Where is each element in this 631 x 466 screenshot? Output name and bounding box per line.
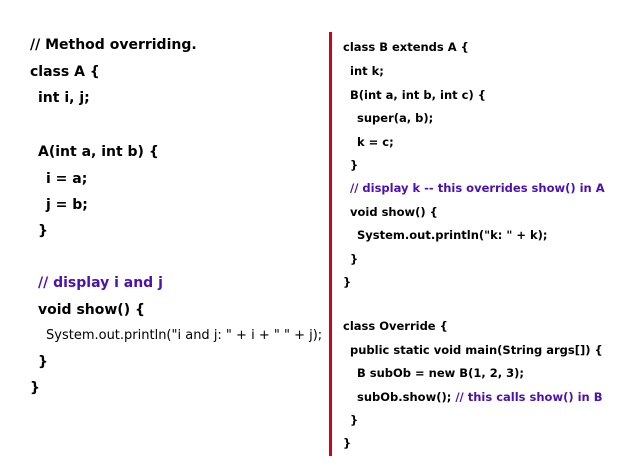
code-class-b-declaration: class B extends A { [343, 40, 469, 54]
code-close-brace: } [30, 380, 40, 396]
code-close-brace: } [38, 223, 48, 239]
code-constructor-b: B(int a, int b, int c) { [350, 88, 486, 102]
code-close-brace: } [343, 436, 352, 450]
code-assign-j: j = b; [46, 197, 88, 213]
code-method-show: void show() { [38, 302, 145, 318]
code-assign-i: i = a; [46, 171, 88, 187]
code-main-method: public static void main(String args[]) { [350, 343, 603, 357]
code-class-a-declaration: class A { [30, 64, 100, 80]
divider-line [329, 32, 332, 456]
code-class-override-declaration: class Override { [343, 319, 448, 333]
code-close-brace: } [350, 158, 359, 172]
code-comment-calls-show-b: // this calls show() in B [455, 390, 603, 404]
code-super-call: super(a, b); [357, 111, 434, 125]
code-new-b-instance: B subOb = new B(1, 2, 3); [357, 366, 524, 380]
code-println-i-j: System.out.println("i and j: " + i + " "… [46, 328, 323, 343]
code-call-show-line: subOb.show(); // this calls show() in B [357, 390, 603, 404]
code-close-brace: } [38, 354, 48, 370]
code-call-show: subOb.show(); [357, 390, 452, 404]
code-constructor-a: A(int a, int b) { [38, 144, 159, 160]
code-println-k: System.out.println("k: " + k); [357, 228, 548, 242]
code-close-brace: } [350, 252, 359, 266]
code-close-brace: } [343, 275, 352, 289]
code-assign-k: k = c; [357, 135, 394, 149]
code-comment-display-k: // display k -- this overrides show() in… [350, 181, 605, 195]
code-comment-display-i-j: // display i and j [38, 275, 163, 291]
code-close-brace: } [350, 413, 359, 427]
code-method-show-b: void show() { [350, 205, 438, 219]
code-field-k: int k; [350, 64, 384, 78]
code-field-declaration: int i, j; [38, 90, 90, 106]
code-comment-method-overriding: // Method overriding. [30, 37, 197, 53]
